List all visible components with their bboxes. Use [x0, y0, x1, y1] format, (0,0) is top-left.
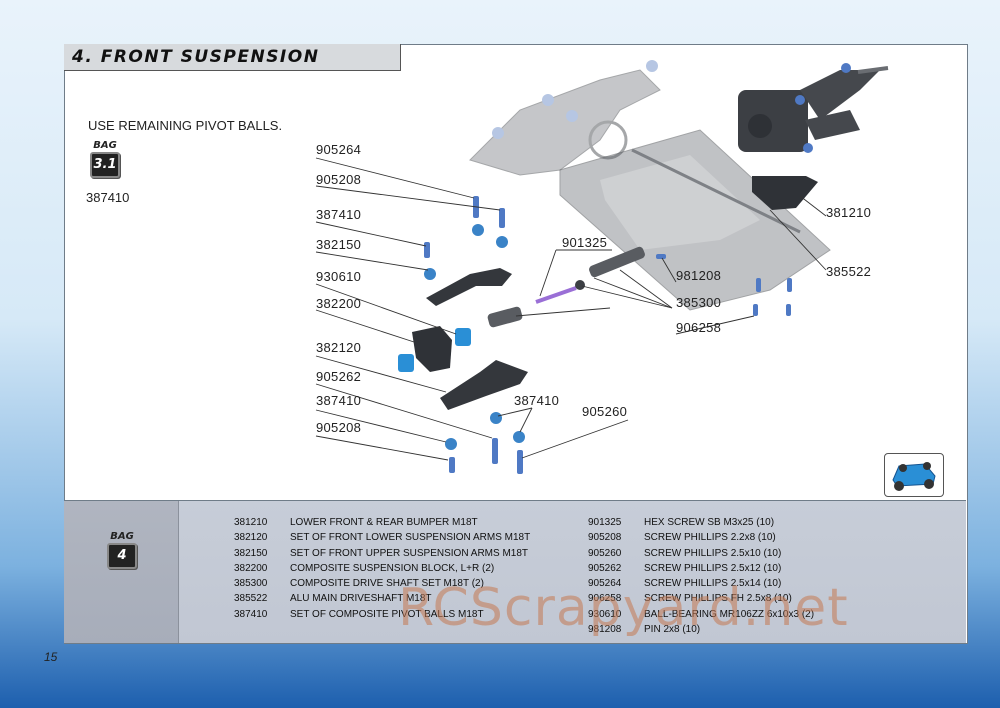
callout-label: 901325	[562, 235, 608, 250]
callout-label: 385300	[676, 295, 722, 310]
callout-label: 382120	[316, 340, 362, 355]
section-header: 4. FRONT SUSPENSION	[64, 44, 401, 71]
callout-label: 905208	[316, 420, 362, 435]
callout-label: 387410	[316, 393, 362, 408]
bag-badge-top: BAG 3.1	[88, 140, 122, 178]
callout-label: 381210	[826, 205, 872, 220]
instruction-text: USE REMAINING PIVOT BALLS.	[88, 118, 283, 133]
callout-label: 930610	[316, 269, 362, 284]
callout-label: 387410	[316, 207, 362, 222]
callout-label: 905260	[582, 404, 628, 419]
car-thumbnail-icon	[884, 453, 944, 497]
callout-label: 385522	[826, 264, 872, 279]
callout-label: 905262	[316, 369, 362, 384]
callout-label: 387410	[514, 393, 560, 408]
section-title: 4. FRONT SUSPENSION	[72, 47, 320, 67]
callout-label: 981208	[676, 268, 722, 283]
callout-label: 905264	[316, 142, 362, 157]
callout-label: 382200	[316, 296, 362, 311]
page-number: 15	[44, 650, 58, 664]
bag-number: 3.1	[90, 152, 120, 178]
background-pattern	[0, 0, 64, 640]
callout-label: 905208	[316, 172, 362, 187]
site-watermark: RCScrapyard.net	[398, 578, 849, 638]
callout-label: 382150	[316, 237, 362, 252]
bag-label: BAG	[93, 140, 117, 151]
bag-label: BAG	[110, 531, 134, 542]
bag-badge-bottom: BAG 4	[105, 531, 139, 569]
callout-label: 906258	[676, 320, 722, 335]
bag-number: 4	[107, 543, 137, 569]
parts-bag-column: BAG 4	[64, 501, 179, 643]
bag-part-code: 387410	[86, 190, 130, 205]
